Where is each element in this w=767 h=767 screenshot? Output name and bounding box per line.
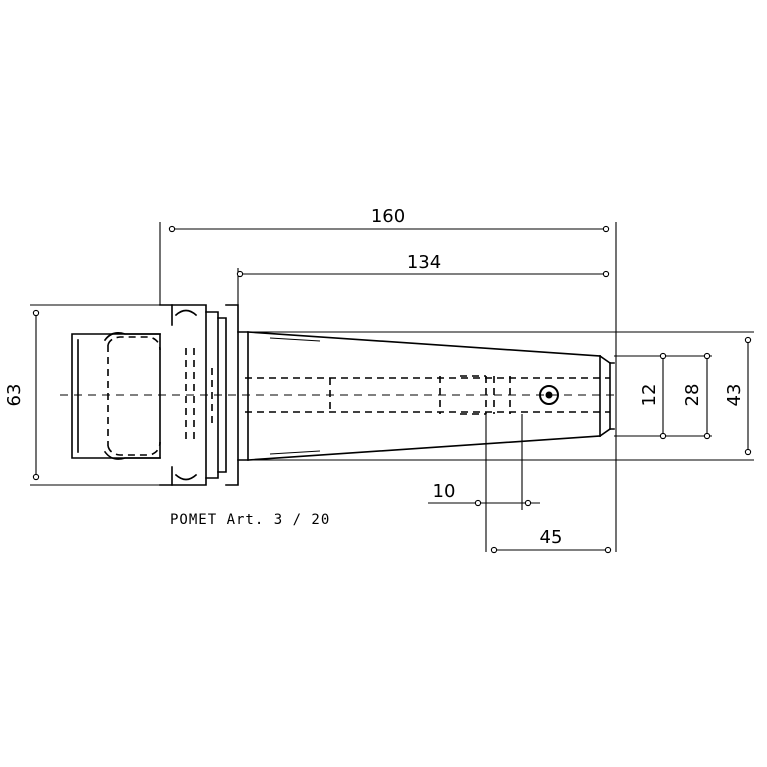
dim-taper-small-diameter: 28: [668, 352, 712, 440]
clamp-screw-icon: [539, 385, 559, 405]
dim-flange-diameter: 63: [4, 304, 160, 486]
dim-43-label: 43: [724, 384, 745, 407]
dim-10-label: 10: [433, 481, 456, 502]
dim-taper-large-diameter: 43: [248, 331, 754, 461]
dim-134-label: 134: [407, 252, 441, 273]
dim-clamp-offset: 10: [428, 414, 540, 552]
dim-bore-depth: 45: [490, 527, 612, 554]
dim-28-label: 28: [682, 384, 703, 407]
dim-shank-length: 134: [236, 252, 610, 305]
part-annotation: POMET Art. 3 / 20: [170, 512, 330, 528]
dim-45-label: 45: [540, 527, 563, 548]
dim-12-label: 12: [639, 384, 660, 407]
dim-160-label: 160: [371, 206, 405, 227]
dim-overall-length: 160: [159, 206, 617, 552]
hidden-lines: [107, 336, 610, 456]
dim-bore-diameter: 12: [614, 352, 668, 440]
dim-63-label: 63: [4, 384, 25, 407]
